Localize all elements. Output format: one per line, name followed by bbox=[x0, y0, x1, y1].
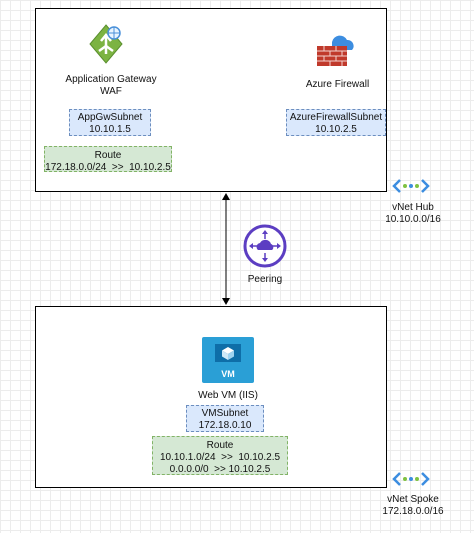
peering-icon bbox=[243, 224, 287, 268]
peering-connector bbox=[222, 193, 230, 305]
spoke-route: Route 10.10.1.0/24 >> 10.10.2.5 0.0.0.0/… bbox=[152, 436, 288, 475]
vnet-hub-address: 10.10.0.0/16 bbox=[385, 214, 441, 225]
vm-badge: VM bbox=[221, 369, 235, 379]
vm-monitor-icon bbox=[215, 344, 241, 362]
appgw-subnet-address: 10.10.1.5 bbox=[89, 124, 131, 135]
appgw-name: Application Gateway WAF bbox=[55, 74, 167, 98]
firewall-subnet: AzureFirewallSubnet 10.10.2.5 bbox=[286, 109, 386, 136]
azure-firewall-icon bbox=[317, 35, 354, 66]
spoke-route-rule-1: 10.10.1.0/24 >> 10.10.2.5 bbox=[159, 452, 281, 463]
hub-route-title: Route bbox=[94, 150, 122, 161]
vnet-hub-icon bbox=[392, 179, 430, 193]
vm-subnet: VMSubnet 172.18.0.10 bbox=[186, 405, 264, 432]
vnet-spoke-icon bbox=[392, 472, 430, 486]
spoke-route-rule-2: 0.0.0.0/0 >> 10.10.2.5 bbox=[169, 464, 271, 475]
spoke-route-title: Route bbox=[206, 440, 234, 451]
appgw-name-line2: WAF bbox=[100, 86, 122, 97]
peering-label: Peering bbox=[247, 274, 283, 285]
appgw-subnet: AppGwSubnet 10.10.1.5 bbox=[69, 109, 151, 136]
application-gateway-icon bbox=[89, 24, 123, 64]
firewall-subnet-address: 10.10.2.5 bbox=[315, 124, 357, 135]
appgw-subnet-name: AppGwSubnet bbox=[77, 112, 143, 123]
appgw-name-line1: Application Gateway bbox=[65, 74, 157, 85]
vnet-spoke-label: vNet Spoke 172.18.0.0/16 bbox=[372, 494, 454, 518]
vm-subnet-address: 172.18.0.10 bbox=[198, 420, 252, 431]
vnet-spoke-name: vNet Spoke bbox=[387, 494, 439, 505]
vnet-spoke-address: 172.18.0.0/16 bbox=[382, 506, 444, 517]
virtual-machine-icon: VM bbox=[202, 337, 254, 383]
firewall-subnet-name: AzureFirewallSubnet bbox=[289, 112, 383, 123]
vm-name: Web VM (IIS) bbox=[198, 390, 258, 401]
vm-subnet-name: VMSubnet bbox=[201, 408, 249, 419]
hub-route: Route 172.18.0.0/24 >> 10.10.2.5 bbox=[44, 146, 172, 173]
vnet-hub-name: vNet Hub bbox=[392, 202, 434, 213]
hub-route-rule: 172.18.0.0/24 >> 10.10.2.5 bbox=[45, 162, 171, 173]
vnet-hub-label: vNet Hub 10.10.0.0/16 bbox=[374, 202, 452, 226]
firewall-name: Azure Firewall bbox=[305, 79, 370, 90]
